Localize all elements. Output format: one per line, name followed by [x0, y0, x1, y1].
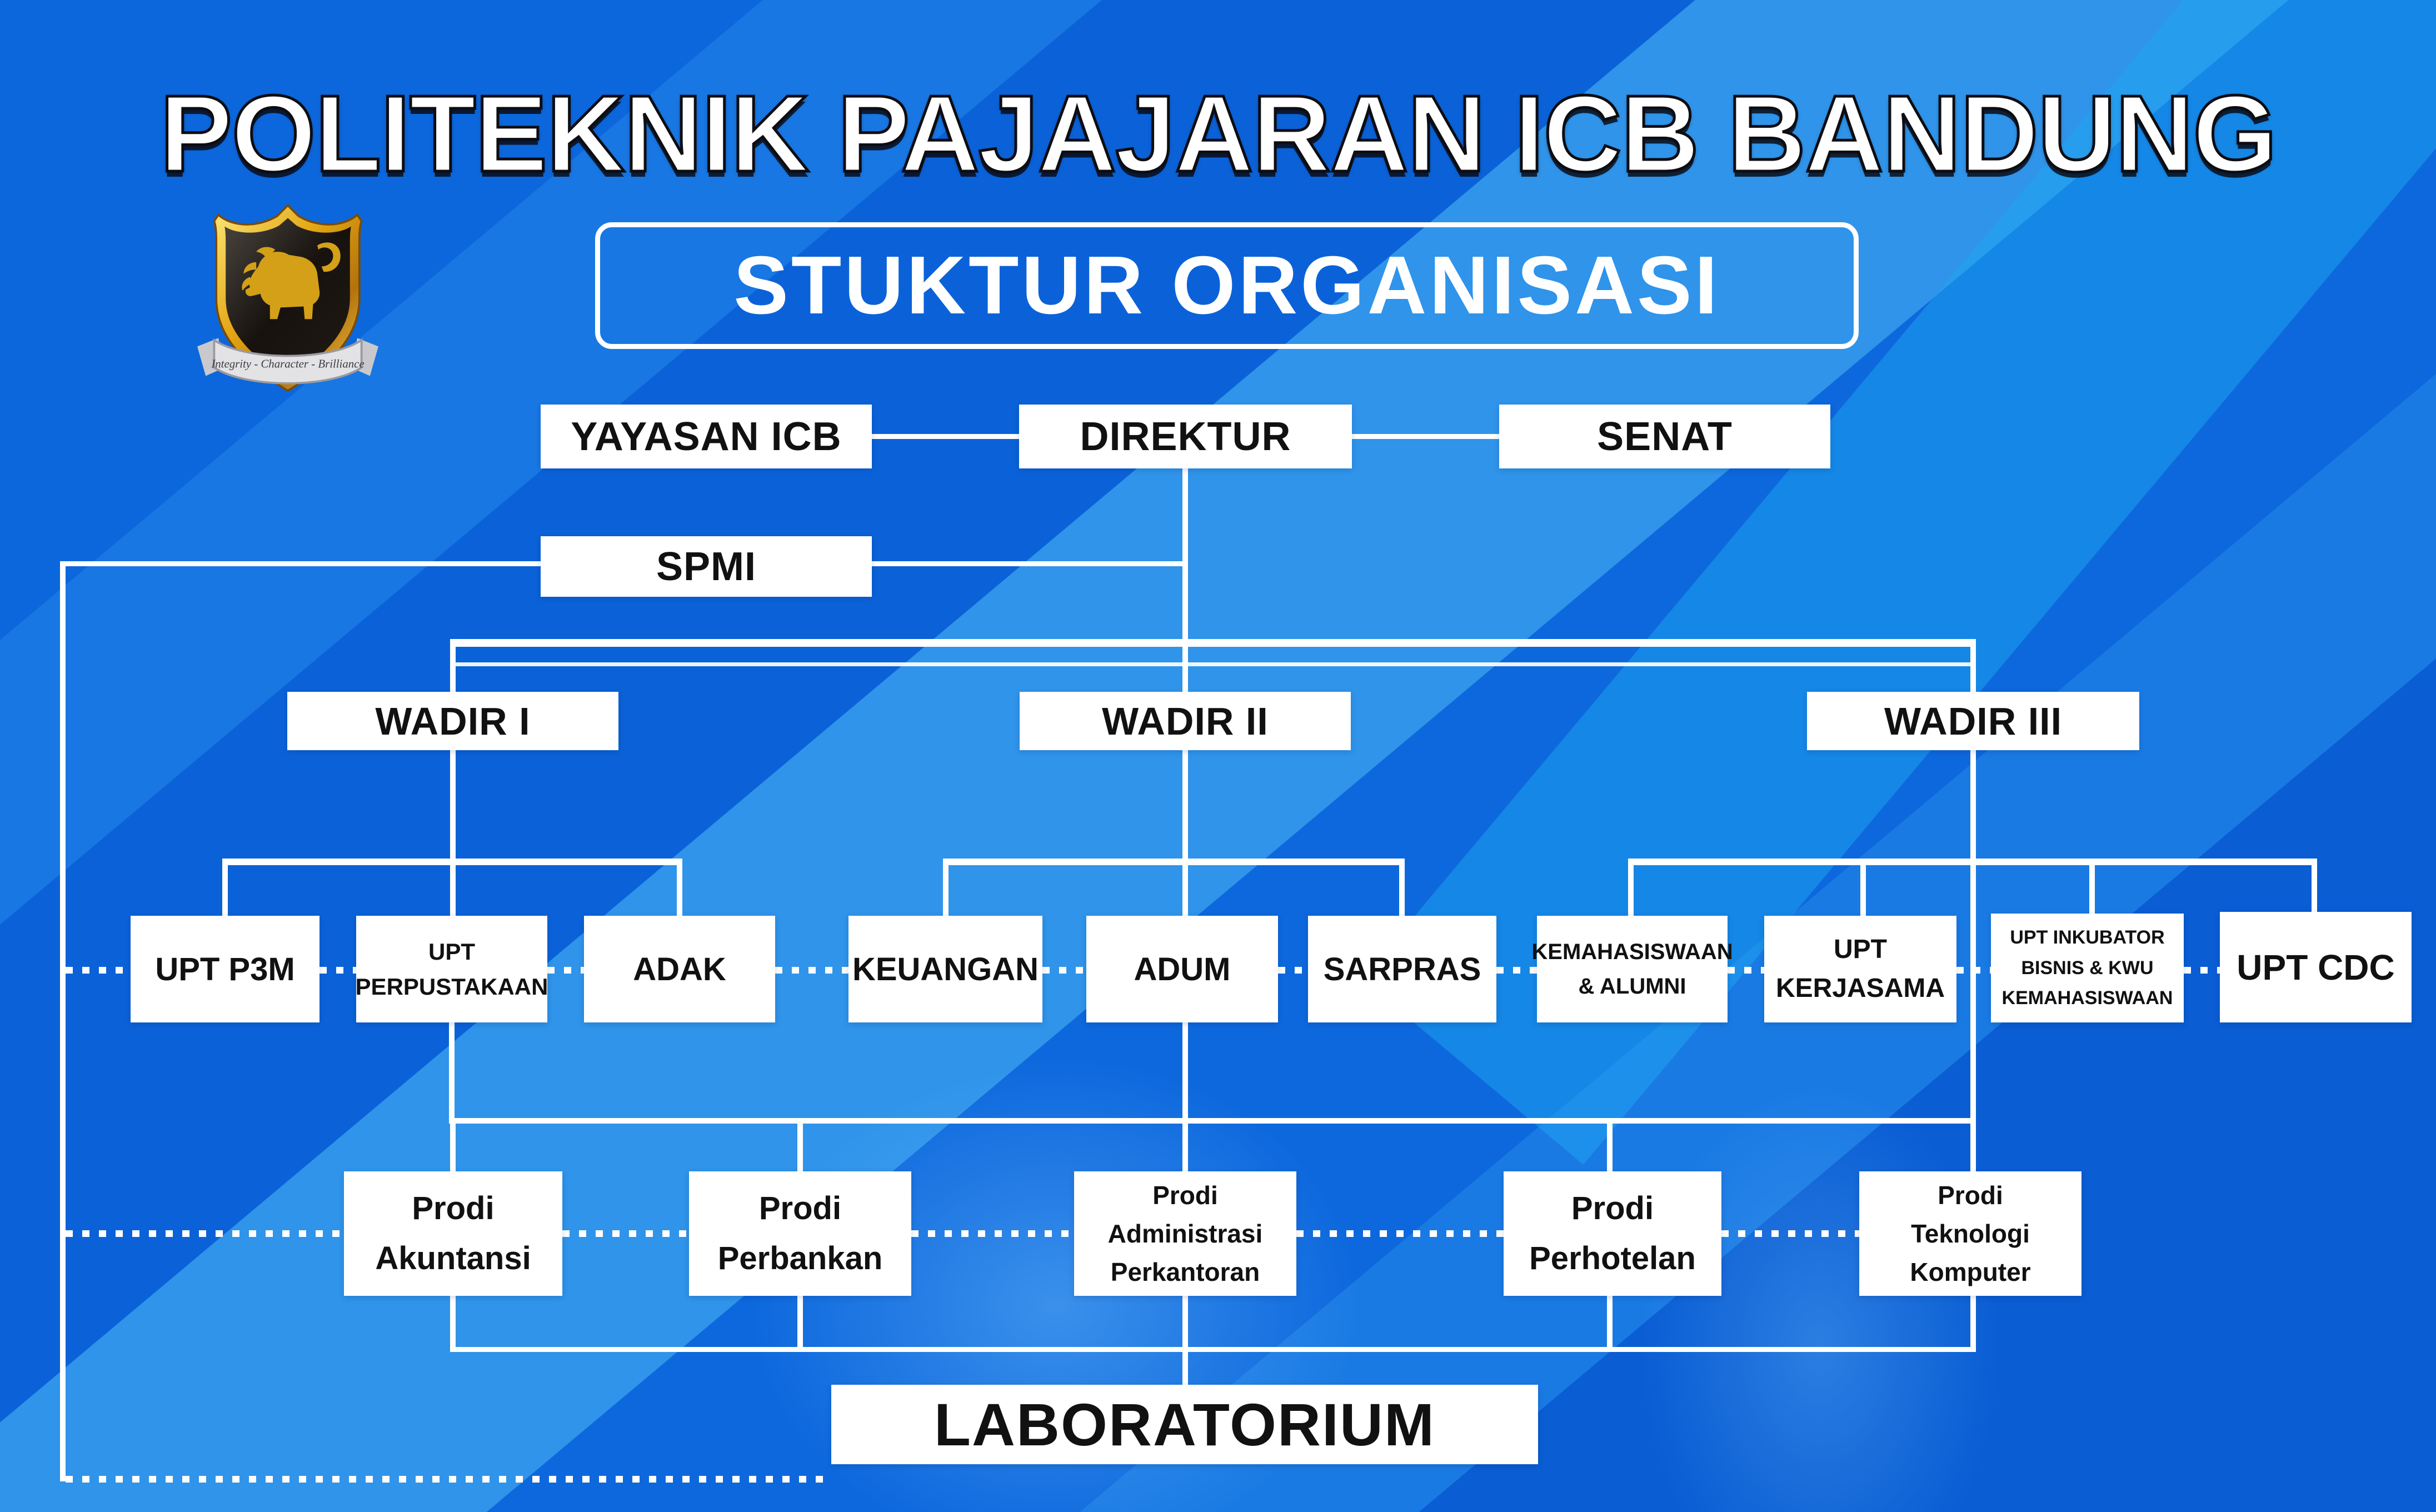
node-prodi-perbankan: Prodi Perbankan: [689, 1171, 911, 1296]
node-adum: ADUM: [1086, 916, 1278, 1022]
bracket-wadir2-upt: [943, 859, 1405, 865]
subtitle-text: STUKTUR ORGANISASI: [733, 239, 1720, 331]
node-direktur: DIREKTUR: [1019, 405, 1352, 468]
node-upt-p3m: UPT P3M: [131, 916, 320, 1022]
connector-wadir2-drop: [1182, 639, 1188, 692]
connector-direktur-senat: [1352, 434, 1499, 439]
drop-kemahasiswaan: [1628, 865, 1634, 916]
dotted-upt-row: [1956, 967, 1991, 974]
node-wadir-2: WADIR II: [1020, 692, 1351, 750]
dotted-upt-row: [1278, 967, 1308, 974]
connector-adum-down: [1182, 1022, 1188, 1124]
dotted-prodi-row: [1296, 1230, 1504, 1237]
connector-administrasi-down: [1182, 1296, 1188, 1347]
subtitle-frame: STUKTUR ORGANISASI: [595, 222, 1859, 349]
motto-ribbon: Integrity - Character - Brilliance: [197, 338, 378, 385]
node-spmi: SPMI: [541, 536, 872, 597]
connector-akuntansi-down: [450, 1296, 456, 1347]
node-wadir-3: WADIR III: [1807, 692, 2139, 750]
institution-logo: Integrity - Character - Brilliance: [177, 201, 399, 401]
node-upt-kerjasama: UPT KERJASAMA: [1764, 916, 1956, 1022]
node-wadir-1: WADIR I: [287, 692, 618, 750]
dotted-upt-row: [1042, 967, 1086, 974]
bracket-laboratorium: [450, 1347, 1976, 1352]
connector-laboratorium-drop: [1182, 1352, 1188, 1385]
node-senat: SENAT: [1499, 405, 1830, 468]
dotted-upt-row: [2184, 967, 2220, 974]
dotted-upt-row: [775, 967, 848, 974]
connector-wadir2-down: [1182, 750, 1188, 916]
connector-yayasan-direktur: [872, 434, 1019, 439]
dotted-prodi-row: [66, 1230, 344, 1237]
dotted-prodi-row: [1721, 1230, 1859, 1237]
node-upt-inkubator: UPT INKUBATOR BISNIS & KWU KEMAHASISWAAN: [1991, 914, 2184, 1022]
node-keuangan: KEUANGAN: [848, 916, 1042, 1022]
lion-icon: [242, 242, 341, 320]
node-adak: ADAK: [584, 916, 775, 1022]
page-title: POLITEKNIK PAJAJARAN ICB BANDUNG: [158, 72, 2279, 196]
drop-upt-p3m: [222, 865, 228, 916]
connector-spmi-left: [60, 561, 541, 566]
drop-kerjasama: [1860, 865, 1866, 916]
drop-inkubator: [2089, 865, 2095, 916]
drop-adak: [677, 865, 682, 916]
node-prodi-teknologi: Prodi Teknologi Komputer: [1859, 1171, 2081, 1296]
connector-spmi-right: [872, 561, 1185, 566]
connector-perhotelan-down: [1607, 1296, 1613, 1347]
node-prodi-perhotelan: Prodi Perhotelan: [1504, 1171, 1721, 1296]
node-upt-cdc: UPT CDC: [2220, 912, 2412, 1022]
connector-left-spine: [60, 561, 66, 1481]
drop-sarpras: [1399, 865, 1405, 916]
connector-wadir1-drop: [450, 639, 456, 692]
bracket-wadir3-upt: [1628, 859, 2317, 865]
node-laboratorium: LABORATORIUM: [831, 1385, 1538, 1464]
dotted-upt-row: [1728, 967, 1764, 974]
drop-prodi-perhotelan: [1607, 1124, 1613, 1171]
dotted-upt-row: [1496, 967, 1537, 974]
connector-wadir-bar: [450, 639, 1976, 647]
dotted-prodi-row: [911, 1230, 1074, 1237]
connector-wadir3-down: [1970, 750, 1976, 1171]
drop-prodi-perbankan: [797, 1124, 803, 1171]
dotted-laboratorium: [66, 1476, 831, 1483]
node-yayasan-icb: YAYASAN ICB: [541, 405, 872, 468]
bracket-prodi: [450, 1118, 1976, 1124]
connector-perbankan-down: [797, 1296, 803, 1347]
node-prodi-administrasi: Prodi Administrasi Perkantoran: [1074, 1171, 1296, 1296]
motto-text: Integrity - Character - Brilliance: [211, 357, 364, 370]
connector-perpustakaan-down: [449, 1022, 455, 1124]
dotted-upt-row: [320, 967, 356, 974]
connector-teknologi-down: [1970, 1296, 1976, 1347]
connector-wadir-bar-underline: [450, 662, 1976, 666]
bracket-wadir1-upt: [222, 859, 682, 865]
drop-keuangan: [943, 865, 949, 916]
drop-prodi-administrasi: [1182, 1124, 1188, 1171]
node-kemahasiswaan-alumni: KEMAHASISWAAN & ALUMNI: [1531, 916, 1733, 1022]
drop-prodi-akuntansi: [450, 1124, 456, 1171]
connector-direktur-down: [1182, 468, 1188, 641]
dotted-upt-row: [547, 967, 584, 974]
connector-wadir3-drop: [1970, 639, 1976, 692]
node-sarpras: SARPRAS: [1308, 916, 1496, 1022]
drop-cdc: [2312, 865, 2317, 916]
background-glow: [1639, 1084, 2000, 1512]
dotted-upt-row: [66, 967, 131, 974]
connector-wadir1-down: [450, 750, 456, 916]
dotted-prodi-row: [562, 1230, 689, 1237]
node-upt-perpustakaan: UPT PERPUSTAKAAN: [356, 916, 548, 1022]
node-prodi-akuntansi: Prodi Akuntansi: [344, 1171, 562, 1296]
